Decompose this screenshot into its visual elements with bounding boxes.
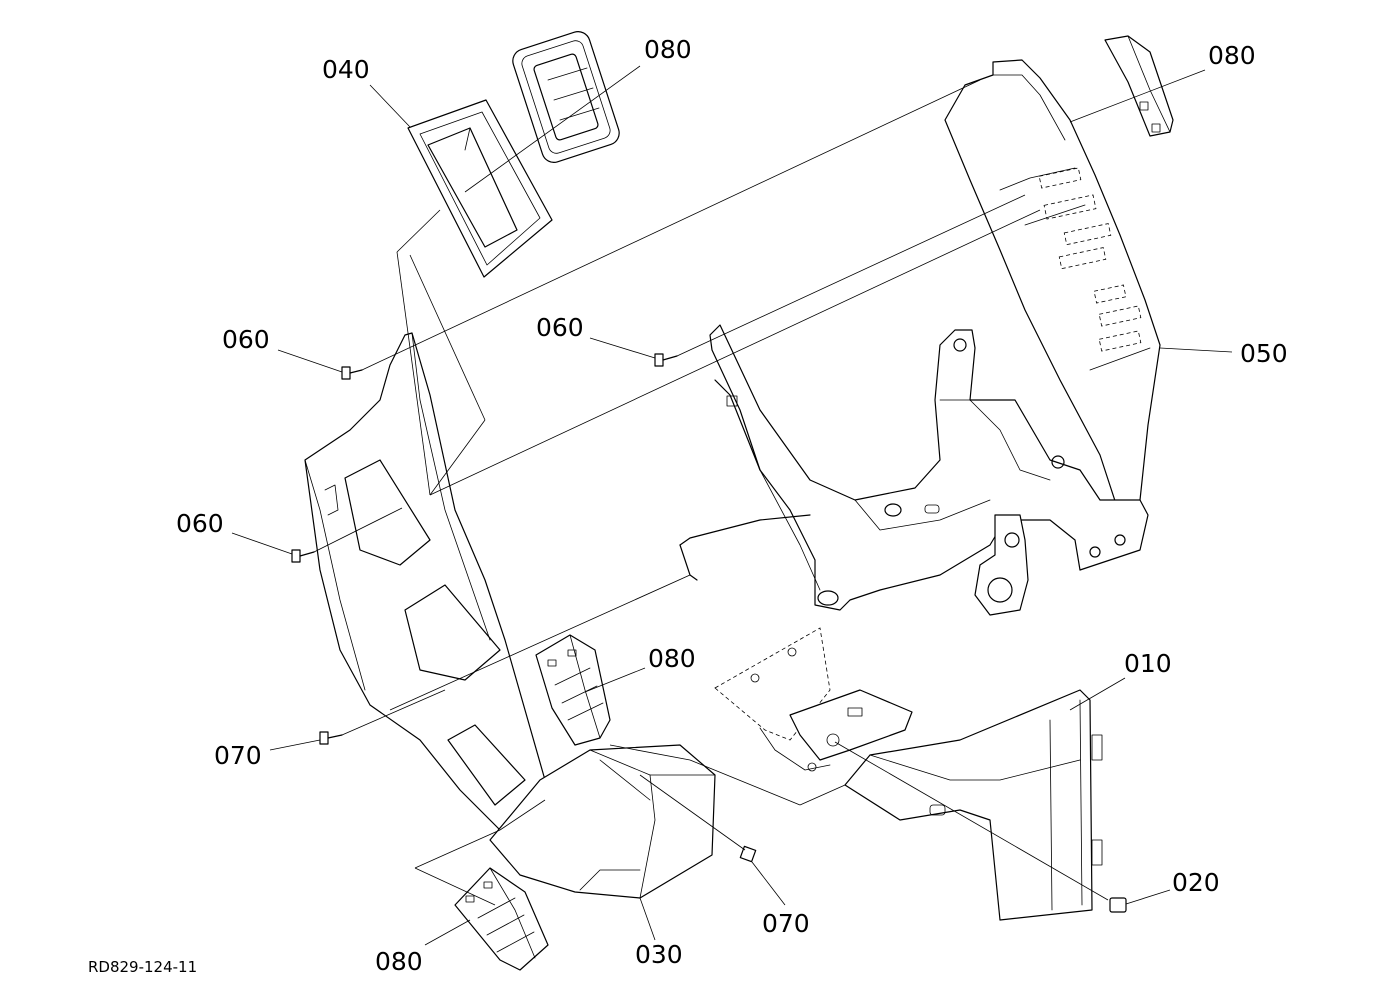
screw-070-bottom: [739, 845, 757, 863]
callout-070-bottom: 070: [762, 909, 810, 938]
callout-080-top-right: 080: [1208, 41, 1256, 70]
diagram-reference-code: RD829-124-11: [88, 958, 197, 976]
center-frame-bracket: [679, 324, 1149, 616]
part-080-switch-top-right: [1104, 35, 1174, 137]
callout-060-center: 060: [536, 313, 584, 342]
callout-080-middle: 080: [648, 644, 696, 673]
left-dash-cover: [304, 332, 546, 831]
screw-060-left: [341, 366, 363, 380]
callout-010: 010: [1124, 649, 1172, 678]
part-050-side-panel: [944, 59, 1161, 511]
callout-060-lower-left: 060: [176, 509, 224, 538]
callout-080-top-middle: 080: [644, 35, 692, 64]
callout-050: 050: [1240, 339, 1288, 368]
part-080-switch-middle: [535, 634, 611, 746]
part-030-lower-cover: [489, 744, 716, 899]
part-010-support: [844, 689, 1103, 921]
callout-leaders: [231, 65, 1233, 946]
callout-080-bottom: 080: [375, 947, 423, 976]
screw-060-lower-left: [291, 549, 315, 563]
part-080-switch-bottom: [454, 867, 549, 971]
assembly-lines: [313, 79, 1109, 906]
callout-070-left: 070: [214, 741, 262, 770]
callout-020: 020: [1172, 868, 1220, 897]
screw-020: [1109, 897, 1127, 913]
screw-060-center: [654, 353, 678, 367]
callout-labels: 040 080 080 060 060 050 060 080 010 070 …: [176, 35, 1288, 976]
callout-060-left: 060: [222, 325, 270, 354]
callout-030: 030: [635, 940, 683, 969]
callout-040-top: 040: [322, 55, 370, 84]
part-040-bezel: [407, 99, 553, 278]
screw-070-left: [319, 731, 343, 745]
part-080-switch-top-middle: [512, 31, 620, 163]
mounting-plate: [714, 627, 913, 772]
